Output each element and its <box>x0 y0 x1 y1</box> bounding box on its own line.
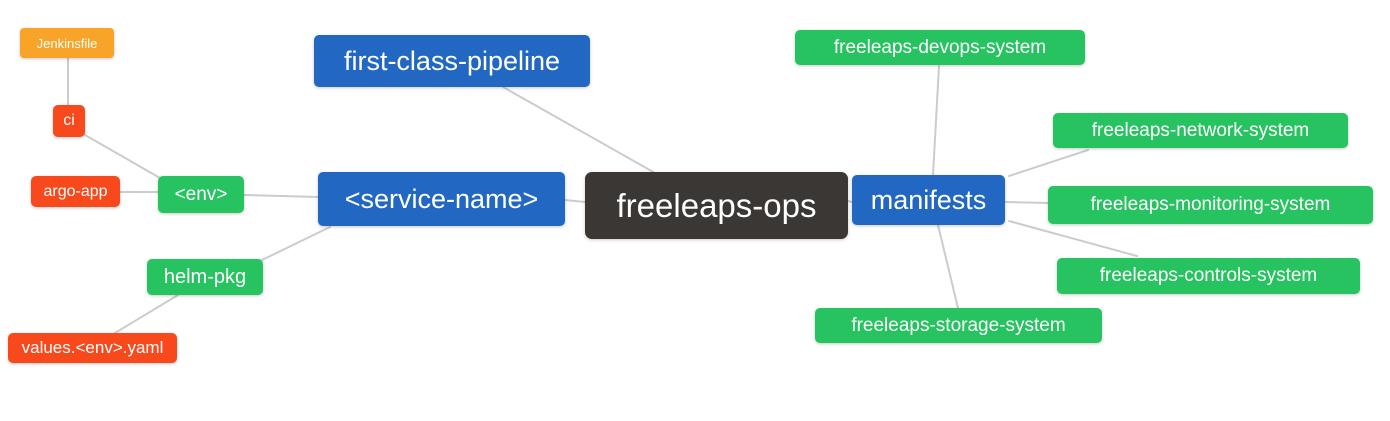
node-env[interactable]: <env> <box>158 176 244 213</box>
node-values-env-yaml[interactable]: values.<env>.yaml <box>8 333 177 363</box>
edge-manifests-controls <box>1008 220 1138 257</box>
edge-manifests-devops <box>932 65 940 176</box>
node-manifests[interactable]: manifests <box>852 175 1005 225</box>
node-freeleaps-controls-system[interactable]: freeleaps-controls-system <box>1057 258 1360 294</box>
node-first-class-pipeline[interactable]: first-class-pipeline <box>314 35 590 87</box>
node-service-name[interactable]: <service-name> <box>318 172 565 226</box>
edge-env-service-name <box>243 194 319 198</box>
node-ci[interactable]: ci <box>53 105 85 137</box>
node-freeleaps-ops[interactable]: freeleaps-ops <box>585 172 848 239</box>
node-freeleaps-monitoring-system[interactable]: freeleaps-monitoring-system <box>1048 186 1373 224</box>
edge-ci-env <box>84 134 161 179</box>
node-freeleaps-storage-system[interactable]: freeleaps-storage-system <box>815 308 1102 343</box>
edge-helm-pkg-service-name <box>261 226 331 261</box>
edge-manifests-network <box>1008 149 1089 177</box>
node-freeleaps-network-system[interactable]: freeleaps-network-system <box>1053 113 1348 148</box>
edge-manifests-monitoring <box>1004 201 1049 204</box>
edge-pipeline-freeleaps-ops <box>502 86 656 174</box>
node-freeleaps-devops-system[interactable]: freeleaps-devops-system <box>795 30 1085 65</box>
node-helm-pkg[interactable]: helm-pkg <box>147 259 263 295</box>
node-jenkinsfile[interactable]: Jenkinsfile <box>20 28 114 58</box>
node-argo-app[interactable]: argo-app <box>31 176 120 207</box>
edge-service-name-freeleaps-ops <box>564 199 586 203</box>
edge-manifests-storage <box>937 224 959 309</box>
edge-values-yaml-helm-pkg <box>114 294 179 334</box>
